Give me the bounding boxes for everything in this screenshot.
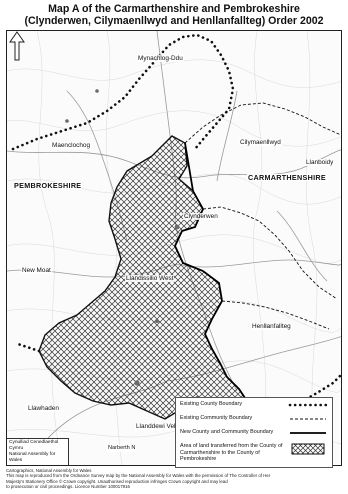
legend-symbol-dashed [288,415,328,427]
existing-community-boundary-2 [202,206,338,300]
legend-symbol-hatch [288,443,328,455]
footer-line2: This map is reproduced from the Ordnance… [6,473,271,479]
label-pembrokeshire: PEMBROKESHIRE [13,181,83,190]
footer-line1: Cartographics, National Assembly for Wal… [6,468,92,473]
legend-symbol-solid [288,429,328,441]
map-frame: Mynachlog-Ddu Maenclochog Cilymaenllwyd … [6,30,342,466]
place-new-moat: New Moat [21,267,52,274]
legend-label-transfer: Area of land transferred from the County… [180,443,283,463]
existing-community-boundary-3 [221,300,330,330]
place-llandissilio-west: Llandissilio West [125,275,175,282]
place-clynderwen: Clynderwen [183,213,219,220]
assembly-inset: Cynulliad Cenedlaethol Cymru National As… [7,438,69,465]
place-mynachlog-ddu: Mynachlog-Ddu [137,55,184,62]
map-title: Map A of the Carmarthenshire and Pembrok… [0,3,348,27]
legend-label-new-boundary: New County and Community Boundary [180,429,274,435]
existing-county-boundary [11,33,235,151]
place-llanboidy: Llanboidy [305,159,335,166]
inset-line1: Cynulliad Cenedlaethol Cymru [9,440,59,451]
footer-line4: to prosecution or civil proceedings. Lic… [6,483,130,489]
map-legend: Existing County Boundary Existing Commun… [175,397,333,468]
existing-community-boundary [184,102,341,144]
inset-line2: National Assembly for Wales [9,452,56,463]
legend-row-community: Existing Community Boundary [180,415,328,427]
legend-row-new-boundary: New County and Community Boundary [180,429,328,441]
existing-county-boundary-south [13,341,41,353]
place-llawhaden: Llawhaden [27,405,60,412]
north-arrow-icon [9,31,25,61]
place-llanddewi-velfrey: Llanddewi Velfrey [135,423,188,430]
legend-label-community: Existing Community Boundary [180,415,253,421]
place-narberth-n: Narberth N [107,445,137,452]
place-cilymaenllwyd: Cilymaenllwyd [239,139,282,146]
new-county-boundary [174,142,248,402]
legend-row-county: Existing County Boundary [180,401,328,413]
legend-label-county: Existing County Boundary [180,401,243,407]
legend-symbol-dotted [288,401,328,413]
label-carmarthenshire: CARMARTHENSHIRE [247,173,327,182]
legend-row-transfer: Area of land transferred from the County… [180,443,328,463]
map-title-line1: Map A of the Carmarthenshire and Pembrok… [48,3,300,15]
map-footer: Cartographics, National Assembly for Wal… [6,468,342,489]
place-maenclochog: Maenclochog [51,142,92,149]
map-title-line2: (Clynderwen, Cilymaenllwyd and Henllanfa… [24,15,324,27]
place-henllanfallteg: Henllanfallteg [251,323,292,330]
footer-line3: Majesty's Stationery Office © Crown copy… [6,478,228,484]
